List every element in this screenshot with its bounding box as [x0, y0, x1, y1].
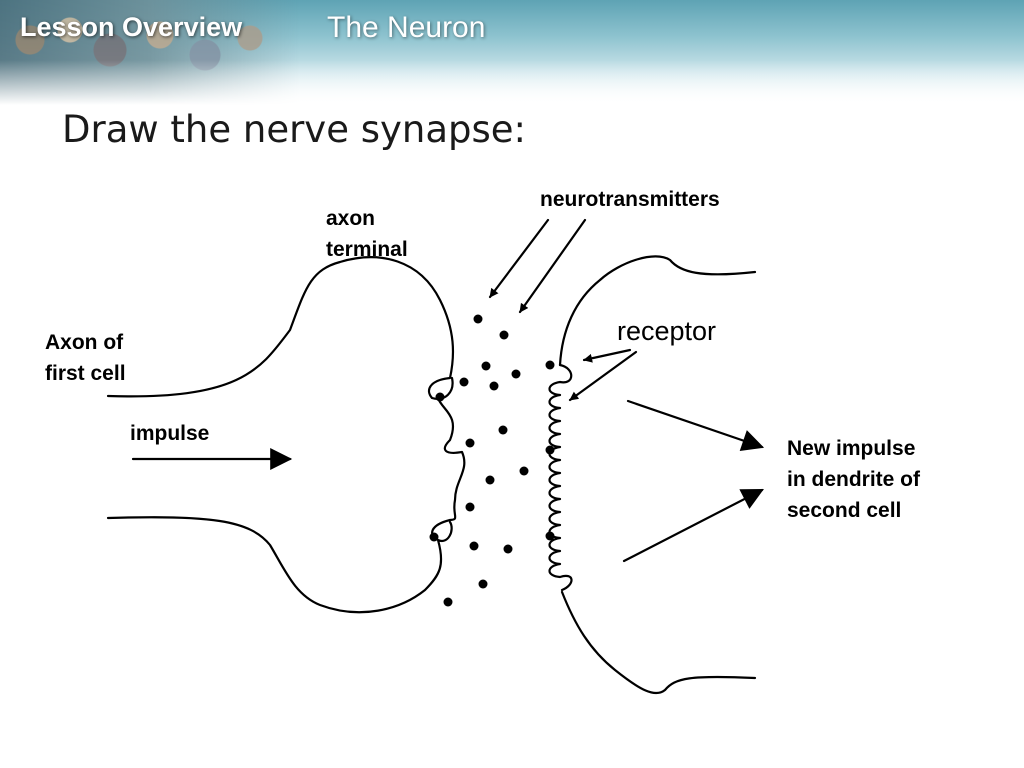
axon-terminal-outline [106, 256, 466, 614]
neurotransmitter-dot [519, 466, 529, 476]
neurotransmitter-dot [481, 361, 491, 371]
neurotransmitter-dot [443, 597, 453, 607]
neurotransmitter-dot [459, 377, 469, 387]
label-new-impulse-2: in dendrite of [787, 468, 921, 491]
label-axon-first-2: first cell [45, 362, 126, 385]
receptor-arrow-2 [568, 350, 638, 402]
neurotransmitter-dot [478, 579, 488, 589]
receptor-membrane [548, 363, 573, 592]
neurotransmitter-dot [429, 532, 439, 542]
neurotransmitter-dot [473, 314, 483, 324]
neurotransmitter-dot [545, 445, 555, 455]
neurotransmitter-dot [499, 330, 509, 340]
neurotransmitter-dot [465, 438, 475, 448]
label-axon-terminal-2: terminal [326, 238, 408, 261]
label-axon-terminal-1: axon [326, 207, 375, 230]
neurotransmitter-dot [545, 531, 555, 541]
label-new-impulse-1: New impulse [787, 437, 915, 460]
topic-label: The Neuron [327, 11, 486, 44]
neurotransmitter-dot [435, 392, 445, 402]
neurotransmitter-dot [469, 541, 479, 551]
dendrite-outline [558, 255, 757, 367]
neurotransmitter-dot [511, 369, 521, 379]
label-axon-first-1: Axon of [45, 331, 124, 354]
neurotransmitter-dot [545, 360, 555, 370]
neurotransmitter-dot [498, 425, 508, 435]
neurotransmitter-arrow-1 [488, 218, 550, 299]
new-impulse-arrow-1 [626, 399, 765, 451]
receptor-arrow-1 [582, 348, 632, 363]
section-label: Lesson Overview [20, 12, 243, 42]
slide-header-banner: Lesson Overview The Neuron [0, 0, 1024, 105]
neurotransmitter-dots [429, 314, 555, 607]
label-new-impulse-3: second cell [787, 499, 901, 522]
neurotransmitter-dot [489, 381, 499, 391]
neurotransmitter-dot [465, 502, 475, 512]
slide-title: Draw the nerve synapse: [62, 108, 527, 151]
dendrite-outline-lower [560, 590, 757, 695]
new-impulse-arrow-2 [622, 488, 764, 563]
label-impulse: impulse [130, 422, 209, 445]
header-fade [0, 60, 1024, 105]
label-receptor: receptor [617, 316, 716, 346]
neurotransmitter-dot [485, 475, 495, 485]
neurotransmitter-dot [503, 544, 513, 554]
label-neurotransmitters: neurotransmitters [540, 188, 720, 211]
neurotransmitter-arrow-2 [518, 218, 587, 314]
